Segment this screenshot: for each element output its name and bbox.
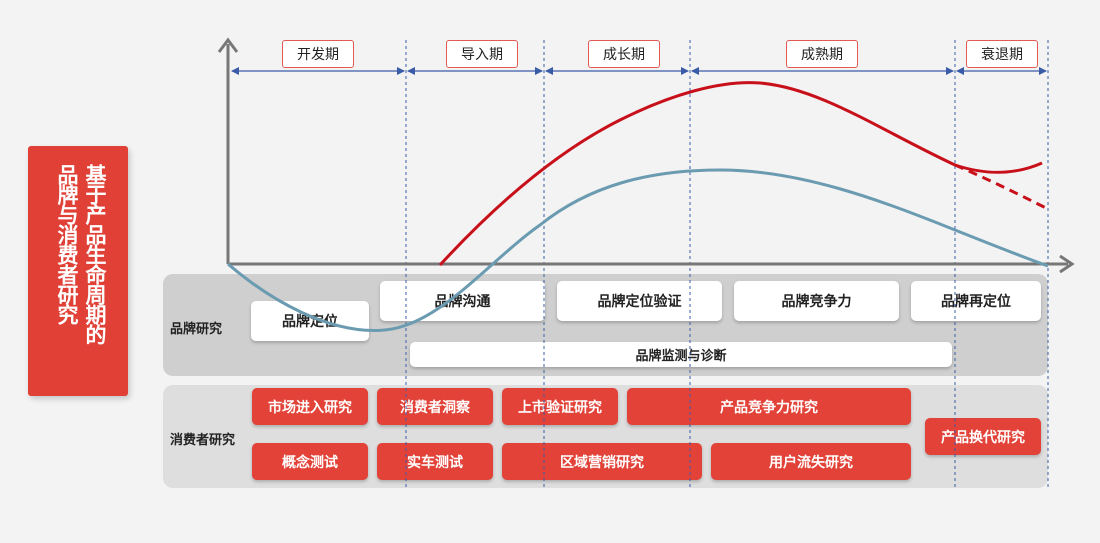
- axes: [217, 37, 1075, 274]
- title-line-1: 基于产品生命周期的: [83, 164, 107, 344]
- stage-label-development: 开发期: [282, 40, 354, 68]
- consumer-insight-box: 消费者洞察: [377, 388, 493, 425]
- product-replacement-research-box: 产品换代研究: [925, 418, 1041, 455]
- stage-label-introduction: 导入期: [446, 40, 518, 68]
- user-churn-research-box: 用户流失研究: [711, 443, 911, 480]
- consumer-research-label: 消费者研究: [170, 433, 236, 448]
- brand-positioning-box: 品牌定位: [251, 301, 369, 341]
- regional-marketing-research-box: 区域营销研究: [502, 443, 702, 480]
- blue-curve: [227, 168, 1049, 332]
- stage-label-decline: 衰退期: [966, 40, 1038, 68]
- vehicle-test-box: 实车测试: [377, 443, 493, 480]
- stage-label-maturity: 成熟期: [786, 40, 858, 68]
- stage-label-growth: 成长期: [588, 40, 660, 68]
- title-panel: 基于产品生命周期的 品牌与消费者研究: [28, 146, 128, 396]
- market-entry-research-box: 市场进入研究: [252, 388, 368, 425]
- brand-monitoring-box: 品牌监测与诊断: [410, 342, 952, 367]
- brand-repositioning-box: 品牌再定位: [911, 281, 1041, 321]
- brand-research-label: 品牌研究: [170, 322, 223, 337]
- brand-competitiveness-box: 品牌竞争力: [734, 281, 899, 321]
- y-axis-arrowhead: [217, 37, 239, 53]
- launch-validation-research-box: 上市验证研究: [502, 388, 618, 425]
- concept-test-box: 概念测试: [252, 443, 368, 480]
- title-line-2: 品牌与消费者研究: [55, 164, 79, 324]
- red-curve-dashed: [954, 163, 1047, 210]
- brand-positioning-validation-box: 品牌定位验证: [557, 281, 722, 321]
- brand-communication-box: 品牌沟通: [380, 281, 545, 321]
- x-axis-arrowhead: [1059, 254, 1075, 274]
- product-competitiveness-research-box: 产品竞争力研究: [627, 388, 911, 425]
- red-curve: [438, 81, 1043, 267]
